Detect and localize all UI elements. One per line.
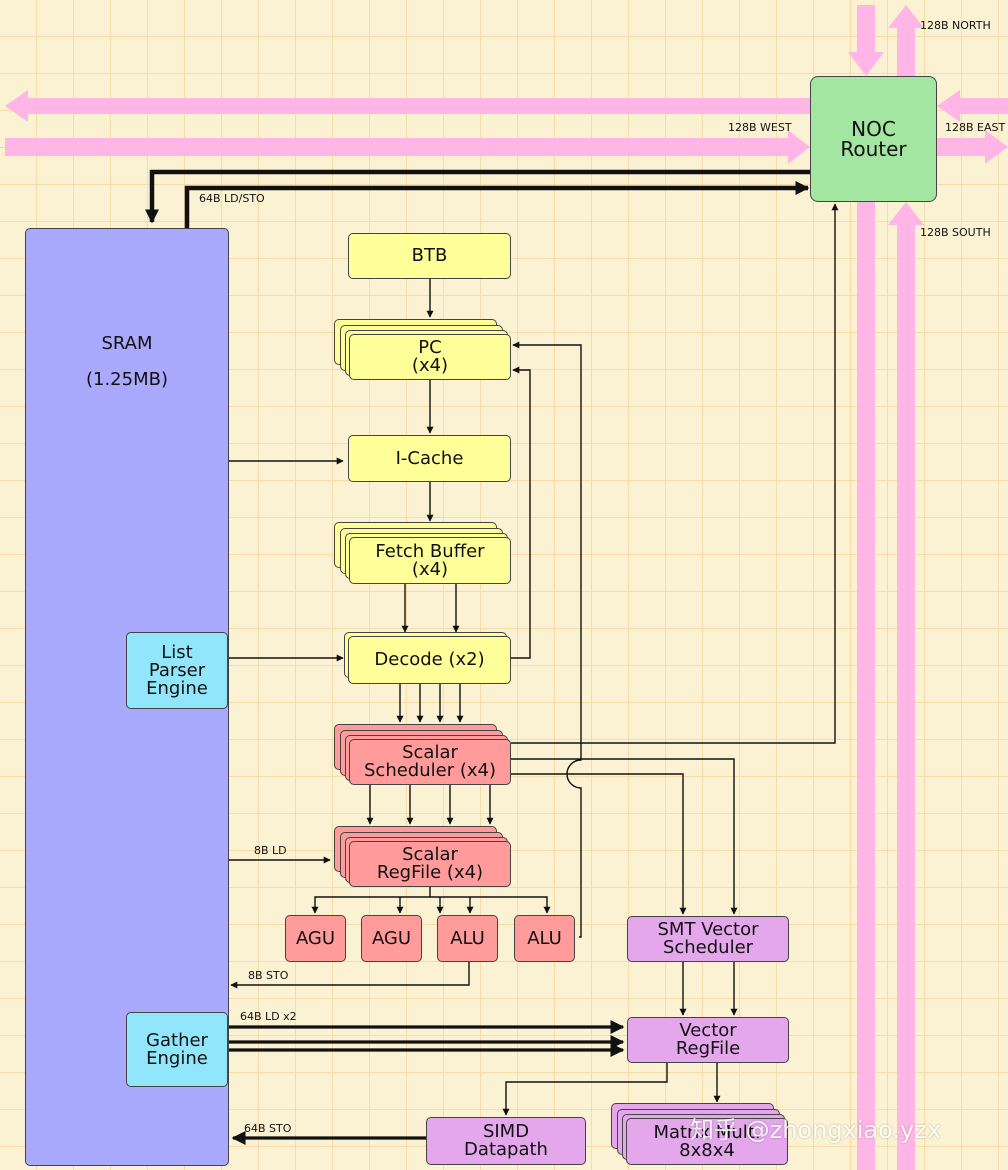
pc-label: PC xyxy=(418,337,442,358)
list-parser-engine-block: List Parser Engine xyxy=(126,632,228,709)
label-128b-south: 128B SOUTH xyxy=(920,226,991,239)
matrix-dims-label: 8x8x4 xyxy=(679,1139,735,1161)
simd-label: SIMD xyxy=(482,1121,530,1142)
pc-count-label: (x4) xyxy=(411,355,449,376)
smt-vector-scheduler-block: SMT Vector Scheduler xyxy=(627,916,789,962)
label-128b-west: 128B WEST xyxy=(728,121,792,134)
scalar-scheduler-label-1: Scalar xyxy=(402,742,458,763)
label-128b-east: 128B EAST xyxy=(945,121,1006,134)
scalar-regfile-label-1: Scalar xyxy=(402,844,458,865)
icache-label: I-Cache xyxy=(395,447,464,469)
agu-block-2: AGU xyxy=(361,915,422,962)
icache-block: I-Cache xyxy=(348,435,511,482)
sram-label: SRAM xyxy=(101,333,153,354)
scalar-scheduler-block: Scalar Scheduler (x4) xyxy=(349,739,511,785)
list-label: List xyxy=(161,641,193,663)
btb-block: BTB xyxy=(348,233,511,279)
noc-south-out-link xyxy=(857,202,875,1170)
scalar-regfile-label-2: RegFile (x4) xyxy=(376,862,484,883)
fetch-buffer-count-label: (x4) xyxy=(411,558,449,580)
parser-label: Parser xyxy=(148,659,206,681)
noc-north-in-link xyxy=(848,5,884,76)
sram-size-label: (1.25MB) xyxy=(85,369,168,390)
scalar-scheduler-label-2: Scheduler (x4) xyxy=(364,760,496,781)
router-label: Router xyxy=(840,137,907,161)
agu-label-2: AGU xyxy=(371,927,412,949)
gather-engine-block: Gather Engine xyxy=(126,1012,228,1087)
gather-engine-label: Engine xyxy=(146,1047,208,1069)
agu-block-1: AGU xyxy=(285,915,346,962)
engine-label: Engine xyxy=(146,677,208,699)
fetch-buffer-label: Fetch Buffer xyxy=(375,540,485,562)
noc-router-block: NOC Router xyxy=(810,76,937,202)
noc-links xyxy=(5,5,1008,1170)
gather-label: Gather xyxy=(146,1029,208,1051)
noc-north-out-link xyxy=(888,5,924,76)
vector-label: Vector xyxy=(679,1020,737,1041)
matrix-mult-label: Matrix Mult. xyxy=(653,1121,761,1143)
agu-label-1: AGU xyxy=(295,927,336,949)
scalar-regfile-block: Scalar RegFile (x4) xyxy=(349,841,511,887)
alu-label-2: ALU xyxy=(527,927,562,949)
noc-label: NOC xyxy=(851,117,896,141)
alu-label-1: ALU xyxy=(450,927,485,949)
noc-south-in-link xyxy=(888,202,924,1170)
vector-regfile-label: RegFile xyxy=(675,1038,741,1059)
noc-west-out-link xyxy=(5,90,810,122)
simd-datapath-block: SIMD Datapath xyxy=(426,1117,586,1165)
label-64b-ld-sto: 64B LD/STO xyxy=(199,192,265,205)
matrix-mult-block: Matrix Mult. 8x8x4 xyxy=(626,1118,788,1165)
label-8b-ld: 8B LD xyxy=(254,844,287,857)
pc-block: PC (x4) xyxy=(349,334,511,380)
label-8b-sto: 8B STO xyxy=(248,969,289,982)
fetch-buffer-block: Fetch Buffer (x4) xyxy=(349,537,511,584)
noc-east-out-link xyxy=(937,130,1008,164)
watermark: 知乎 @zhongxiao.yzx xyxy=(690,1116,942,1144)
smt-vector-label: SMT Vector xyxy=(657,919,759,940)
noc-east-in-link xyxy=(937,90,1008,122)
datapath-label: Datapath xyxy=(464,1139,548,1160)
label-64b-sto: 64B STO xyxy=(244,1122,292,1135)
label-128b-north: 128B NORTH xyxy=(920,19,991,32)
btb-label: BTB xyxy=(411,245,448,266)
vector-regfile-block: Vector RegFile xyxy=(627,1017,789,1063)
smt-scheduler-label: Scheduler xyxy=(662,937,754,958)
decode-block: Decode (x2) xyxy=(348,636,511,684)
decode-label: Decode (x2) xyxy=(374,649,485,670)
alu-block-2: ALU xyxy=(514,915,575,962)
alu-block-1: ALU xyxy=(437,915,498,962)
label-64b-ld-x2: 64B LD x2 xyxy=(240,1010,297,1023)
noc-west-in-link xyxy=(5,130,810,164)
